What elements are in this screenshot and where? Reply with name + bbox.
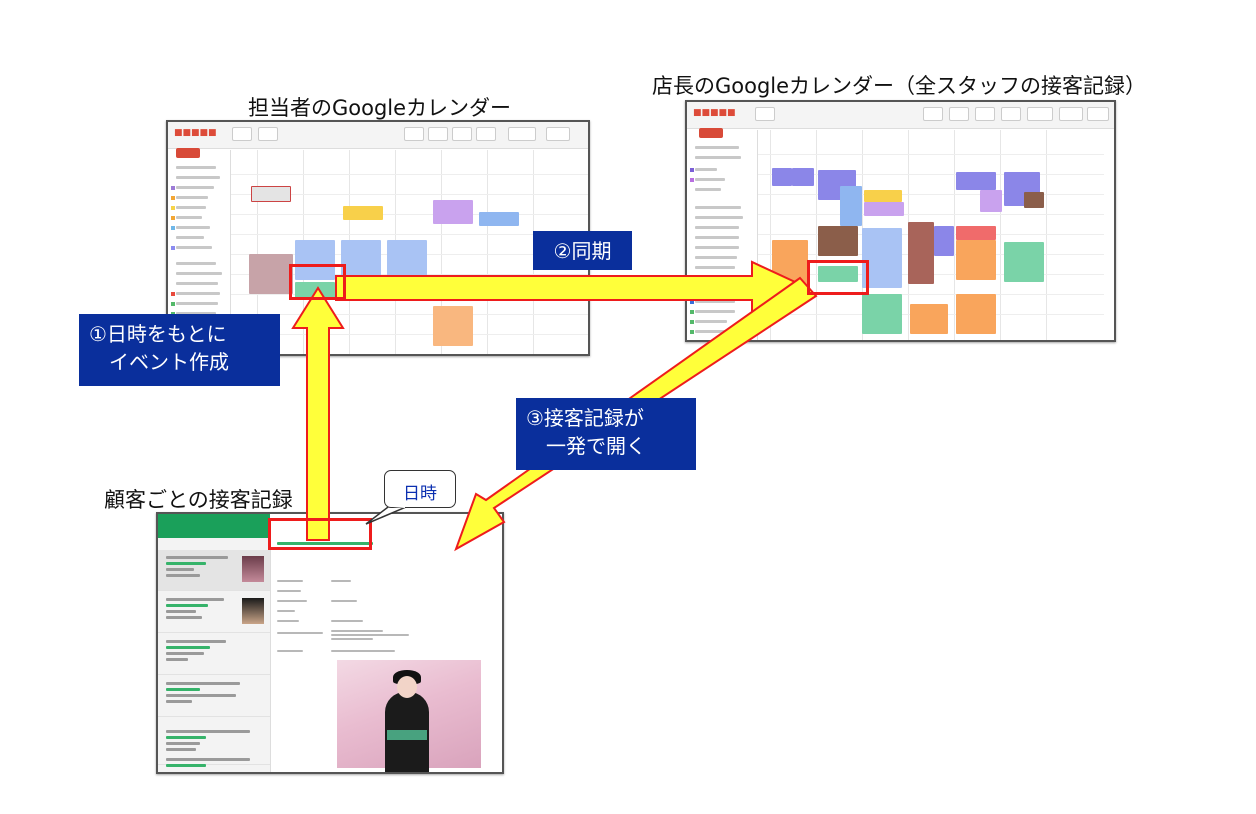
list-item <box>158 752 270 772</box>
manager-calendar-title: 店長のGoogleカレンダー（全スタッフの接客記録） <box>652 74 1147 98</box>
arrow-step1-up <box>291 286 345 541</box>
app-search-bar <box>158 514 270 538</box>
list-item <box>158 550 270 591</box>
calendar-toolbar: ■■■■■ <box>168 122 588 149</box>
customer-photo-thumbnail <box>242 556 264 582</box>
calendar-logo: ■■■■■ <box>174 128 217 138</box>
create-button <box>699 128 723 138</box>
calendar-logo: ■■■■■ <box>693 108 736 118</box>
step2-label: ②同期 <box>533 231 632 270</box>
list-item <box>158 676 270 717</box>
customer-photo-thumbnail <box>242 598 264 624</box>
record-detail-pane <box>271 514 502 772</box>
calendar-sidebar <box>687 142 749 340</box>
list-item <box>158 592 270 633</box>
staff-calendar-event-highlight <box>289 264 346 300</box>
calendar-week-grid <box>757 130 1104 340</box>
list-item <box>158 634 270 675</box>
customer-record-list <box>158 538 271 772</box>
step3-label: ③接客記録が 一発で開く <box>516 398 696 470</box>
calendar-toolbar: ■■■■■ <box>687 102 1114 129</box>
callout-text: 日時 <box>403 484 437 504</box>
create-button <box>176 148 200 158</box>
datetime-callout: 日時 <box>384 470 456 508</box>
record-datetime-highlight <box>268 518 372 550</box>
customer-kimono-photo <box>337 660 481 772</box>
staff-calendar-title: 担当者のGoogleカレンダー <box>248 96 512 120</box>
step1-label: ①日時をもとに イベント作成 <box>79 314 280 386</box>
customer-records-title: 顧客ごとの接客記録 <box>104 488 293 512</box>
list-item <box>158 724 270 765</box>
customer-records-app-screenshot <box>156 512 504 774</box>
manager-calendar-event-highlight <box>807 260 869 295</box>
